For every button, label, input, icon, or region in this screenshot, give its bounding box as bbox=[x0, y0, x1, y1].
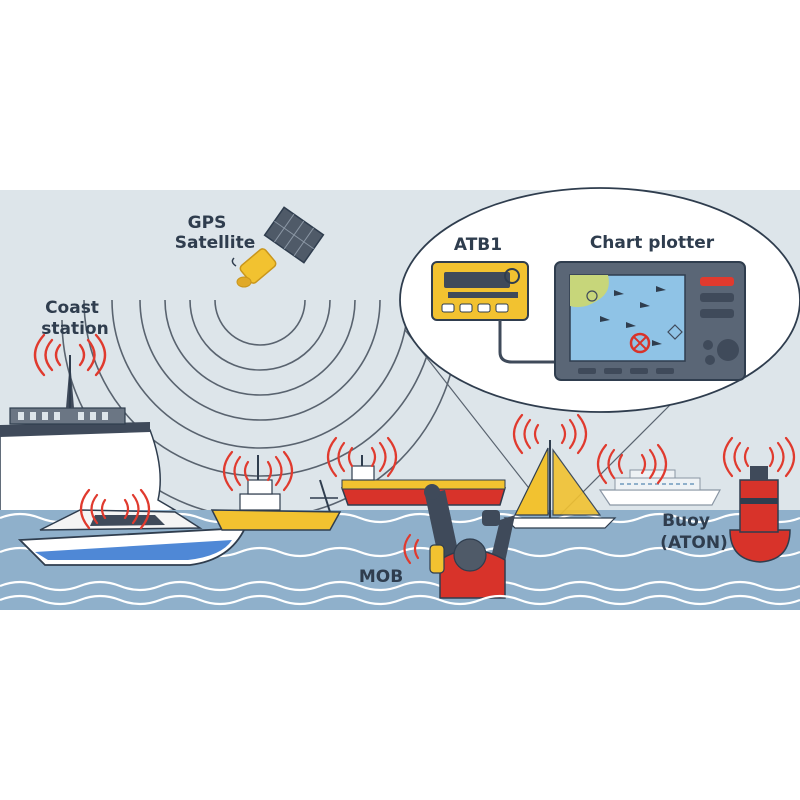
buoy-label-line1: Buoy bbox=[662, 511, 710, 531]
atb1-label: ATB1 bbox=[454, 235, 502, 255]
buoy-icon bbox=[729, 466, 791, 563]
mob-label: MOB bbox=[359, 567, 403, 587]
sailboat-icon bbox=[503, 440, 617, 529]
gps-label-line1: GPS bbox=[188, 213, 227, 233]
cargo-ship-signal bbox=[326, 436, 398, 478]
device-cable bbox=[498, 320, 556, 364]
gps-label-line2: Satellite bbox=[175, 233, 256, 253]
fishing-vessel-signal bbox=[222, 450, 294, 492]
ais-transponder-icon bbox=[431, 261, 529, 321]
buoy-label-line2: (ATON) bbox=[660, 533, 728, 553]
cruise-ship-signal bbox=[596, 443, 668, 485]
mob-signal bbox=[403, 533, 420, 565]
foreground-wave bbox=[0, 594, 800, 606]
mob-beacon-icon bbox=[424, 484, 515, 599]
motor-yacht-signal bbox=[79, 488, 151, 530]
satellite-icon bbox=[231, 206, 325, 288]
sailboat-signal bbox=[512, 413, 588, 455]
buoy-signal bbox=[722, 436, 796, 478]
chart-plotter-label: Chart plotter bbox=[590, 233, 715, 253]
coast-station-signal bbox=[33, 333, 107, 377]
coast-label-line2: station bbox=[41, 319, 108, 339]
chart-plotter-icon bbox=[554, 261, 746, 381]
cargo-ship-icon bbox=[340, 455, 507, 506]
coast-label-line1: Coast bbox=[45, 298, 99, 318]
fishing-vessel-icon bbox=[210, 455, 342, 531]
coast-station-icon bbox=[0, 355, 178, 531]
